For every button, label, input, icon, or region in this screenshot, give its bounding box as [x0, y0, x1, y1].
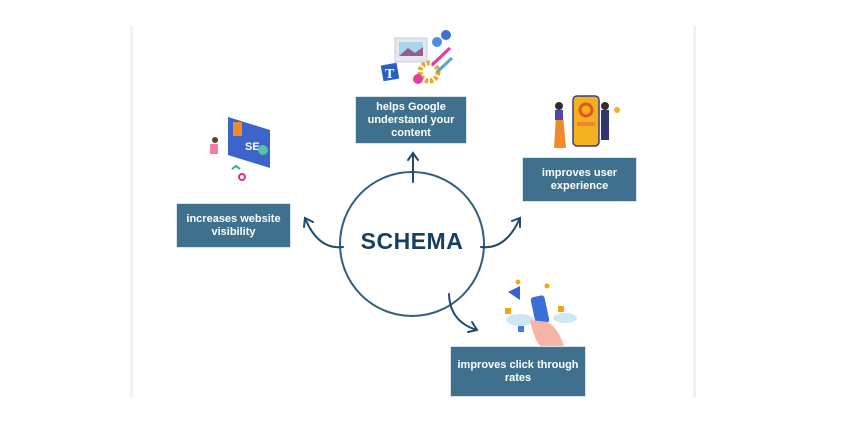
arrow-right: [480, 216, 521, 249]
benefit-box-understand-content: helps Google understand your content: [355, 96, 467, 144]
people-phone-icon: [554, 95, 620, 148]
svg-text:T: T: [385, 67, 395, 82]
svg-text:SE: SE: [245, 141, 260, 153]
benefit-box-click-through: improves click through rates: [450, 346, 586, 397]
content-graphics-icon: T: [380, 30, 454, 84]
arrow-up: [407, 151, 419, 183]
hand-phone-icon: [505, 279, 577, 350]
arrow-left: [303, 216, 344, 249]
benefit-box-website-visibility: increases website visibility: [176, 203, 291, 248]
seo-monitor-icon: SE: [210, 117, 270, 181]
schema-title: SCHEMA: [360, 228, 464, 254]
arrow-down: [448, 293, 479, 333]
benefit-box-user-experience: improves user experience: [522, 157, 637, 202]
